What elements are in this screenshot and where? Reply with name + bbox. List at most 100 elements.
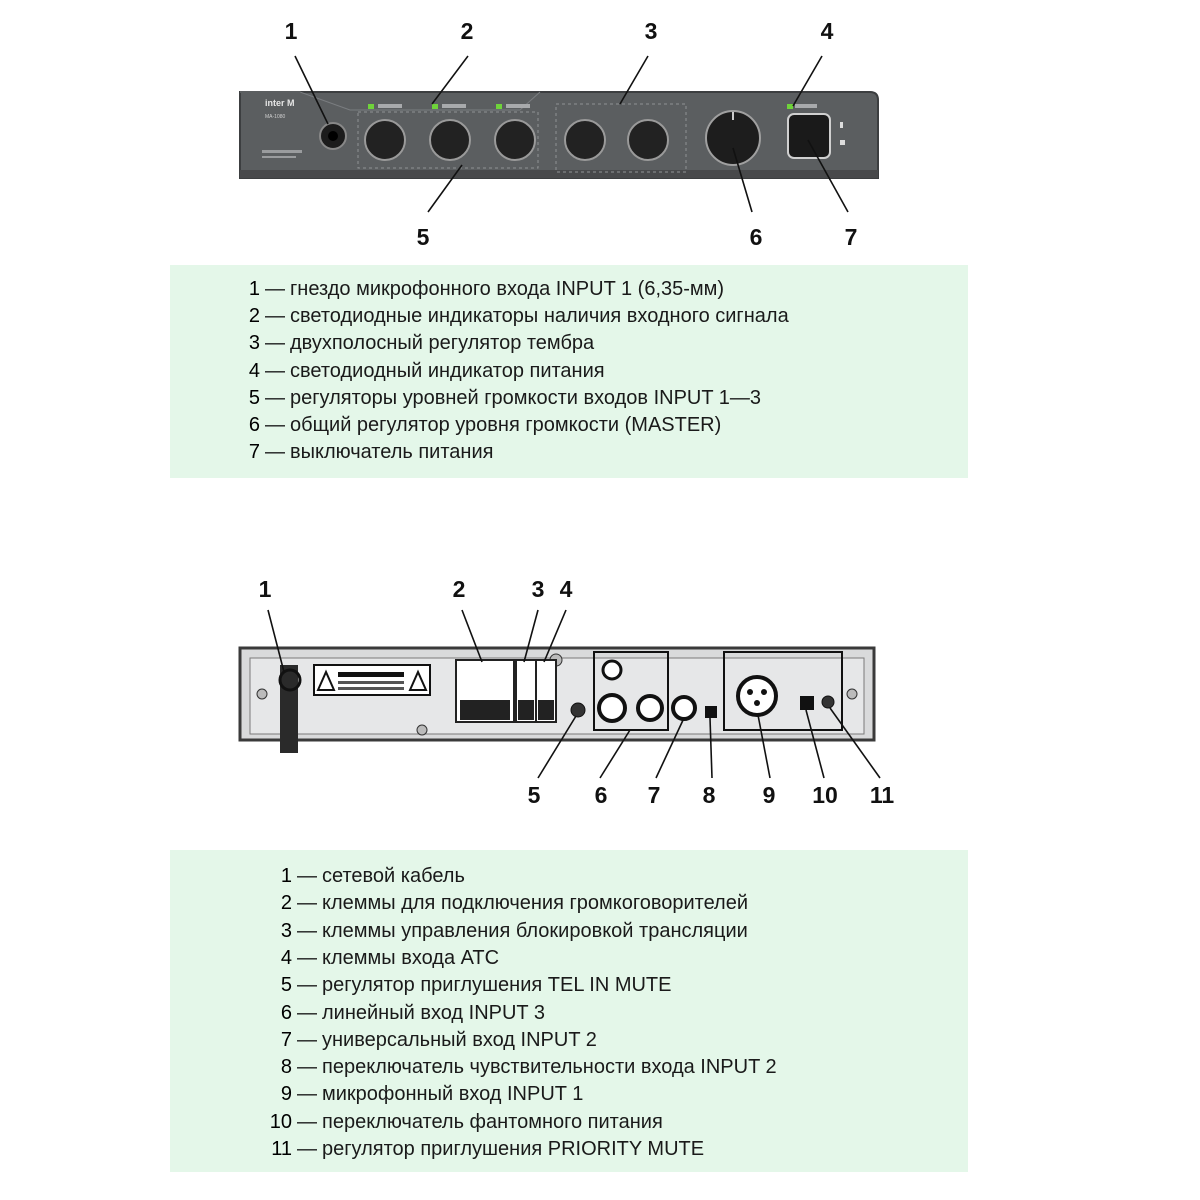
tone-knobs xyxy=(555,103,687,173)
legend-text: клеммы для подключения громкоговорителей xyxy=(322,892,749,915)
legend-number: 2 xyxy=(248,305,260,328)
legend-text: микрофонный вход INPUT 1 xyxy=(322,1083,584,1106)
legend-dash: — xyxy=(297,1110,317,1133)
callout-5: 5 xyxy=(527,782,541,808)
legend-number: 9 xyxy=(280,1083,292,1106)
legend-dash: — xyxy=(297,865,317,887)
legend-item: 11—регулятор приглушения PRIORITY MUTE xyxy=(266,1139,704,1159)
legend-text: регуляторы уровней громкости входов INPU… xyxy=(290,386,762,409)
legend-dash: — xyxy=(297,1001,317,1024)
callout-3: 3 xyxy=(531,576,545,602)
legend-number: 11 xyxy=(271,1138,292,1160)
legend-item: 7—выключатель питания xyxy=(246,441,494,464)
legend-number: 6 xyxy=(280,1001,292,1024)
legend-text: светодиодный индикатор питания xyxy=(290,359,605,382)
legend-text: клеммы управления блокировкой трансляции xyxy=(322,919,748,942)
legend-item: 3—клеммы управления блокировкой трансляц… xyxy=(266,921,748,941)
legend-number: 2 xyxy=(280,892,292,915)
legend-item: 8—переключатель чувствительности входа I… xyxy=(266,1057,777,1077)
legend-item: 2—клеммы для подключения громкоговорител… xyxy=(266,893,748,913)
legend-text: линейный вход INPUT 3 xyxy=(322,1001,545,1024)
front-legend: 1—гнездо микрофонного входа INPUT 1 (6,3… xyxy=(170,265,968,478)
legend-number: 3 xyxy=(248,332,260,355)
legend-text: светодиодные индикаторы наличия входного… xyxy=(290,305,789,328)
legend-text: сетевой кабель xyxy=(322,865,465,887)
legend-number: 1 xyxy=(280,865,292,887)
legend-text: переключатель чувствительности входа INP… xyxy=(322,1056,777,1079)
legend-item: 1—гнездо микрофонного входа INPUT 1 (6,3… xyxy=(246,279,724,299)
legend-item: 2—светодиодные индикаторы наличия входно… xyxy=(246,306,789,326)
callout-1: 1 xyxy=(258,576,272,602)
callout-10: 10 xyxy=(812,782,838,808)
legend-number: 8 xyxy=(280,1056,292,1079)
callout-11: 11 xyxy=(869,782,895,808)
legend-dash: — xyxy=(297,946,317,969)
legend-dash: — xyxy=(265,414,285,436)
legend-dash: — xyxy=(265,441,285,464)
rear-panel-illustration xyxy=(238,609,881,779)
svg-text:inter M: inter M xyxy=(265,98,295,108)
legend-text: переключатель фантомного питания xyxy=(322,1110,663,1133)
legend-text: регулятор приглушения PRIORITY MUTE xyxy=(322,1138,705,1160)
legend-item: 3—двухполосный регулятор тембра xyxy=(246,333,594,353)
callout-2: 2 xyxy=(460,18,474,44)
legend-number: 10 xyxy=(269,1110,292,1133)
legend-text: общий регулятор уровня громкости (MASTER… xyxy=(290,414,722,436)
legend-number: 5 xyxy=(280,974,292,997)
front-panel-diagram: inter M MA-1080 xyxy=(0,0,1200,260)
legend-number: 5 xyxy=(248,386,260,409)
legend-item: 6—линейный вход INPUT 3 xyxy=(266,1003,545,1023)
master-knob xyxy=(705,110,761,166)
legend-item: 6—общий регулятор уровня громкости (MAST… xyxy=(246,415,721,435)
legend-text: универсальный вход INPUT 2 xyxy=(322,1028,597,1051)
legend-text: двухполосный регулятор тембра xyxy=(290,332,595,355)
legend-dash: — xyxy=(265,332,285,355)
legend-number: 3 xyxy=(280,919,292,942)
power-switch xyxy=(787,113,831,159)
legend-text: клеммы входа АТС xyxy=(322,946,500,969)
legend-number: 4 xyxy=(248,359,260,382)
callout-3: 3 xyxy=(644,18,658,44)
legend-text: выключатель питания xyxy=(290,441,494,464)
svg-text:MA-1080: MA-1080 xyxy=(265,114,286,120)
speaker-terminals xyxy=(455,659,515,723)
legend-number: 4 xyxy=(280,946,292,969)
input-volume-knobs xyxy=(357,104,539,169)
callout-1: 1 xyxy=(284,18,298,44)
legend-number: 6 xyxy=(248,414,260,436)
legend-dash: — xyxy=(265,386,285,409)
callout-6: 6 xyxy=(749,224,763,250)
legend-dash: — xyxy=(297,892,317,915)
legend-text: гнездо микрофонного входа INPUT 1 (6,35-… xyxy=(290,278,725,300)
legend-item: 4—клеммы входа АТС xyxy=(266,948,499,968)
callout-4: 4 xyxy=(559,576,573,602)
legend-item: 5—регулятор приглушения TEL IN MUTE xyxy=(266,974,672,997)
legend-dash: — xyxy=(297,1138,317,1160)
legend-dash: — xyxy=(265,305,285,328)
legend-item: 1—сетевой кабель xyxy=(266,866,465,886)
legend-item: 9—микрофонный вход INPUT 1 xyxy=(266,1084,583,1104)
callout-5: 5 xyxy=(416,224,430,250)
legend-dash: — xyxy=(297,1083,317,1106)
callout-6: 6 xyxy=(594,782,608,808)
callout-2: 2 xyxy=(452,576,466,602)
legend-dash: — xyxy=(297,974,317,997)
legend-dash: — xyxy=(297,919,317,942)
rear-panel-diagram: 1 2 3 4 5 6 7 8 9 10 11 xyxy=(0,570,1200,820)
legend-number: 7 xyxy=(280,1028,292,1051)
legend-item: 5—регуляторы уровней громкости входов IN… xyxy=(246,388,761,408)
power-led xyxy=(787,104,793,109)
callout-7: 7 xyxy=(844,224,858,250)
callout-8: 8 xyxy=(702,782,716,808)
xlr-connector xyxy=(736,675,778,717)
legend-number: 7 xyxy=(248,441,260,464)
legend-item: 10—переключатель фантомного питания xyxy=(266,1112,663,1132)
callout-4: 4 xyxy=(820,18,834,44)
legend-dash: — xyxy=(297,1028,317,1051)
legend-number: 1 xyxy=(248,278,260,300)
legend-item: 4—светодиодный индикатор питания xyxy=(246,361,605,381)
legend-dash: — xyxy=(265,278,285,300)
callout-9: 9 xyxy=(762,782,776,808)
legend-text: регулятор приглушения TEL IN MUTE xyxy=(322,974,672,997)
